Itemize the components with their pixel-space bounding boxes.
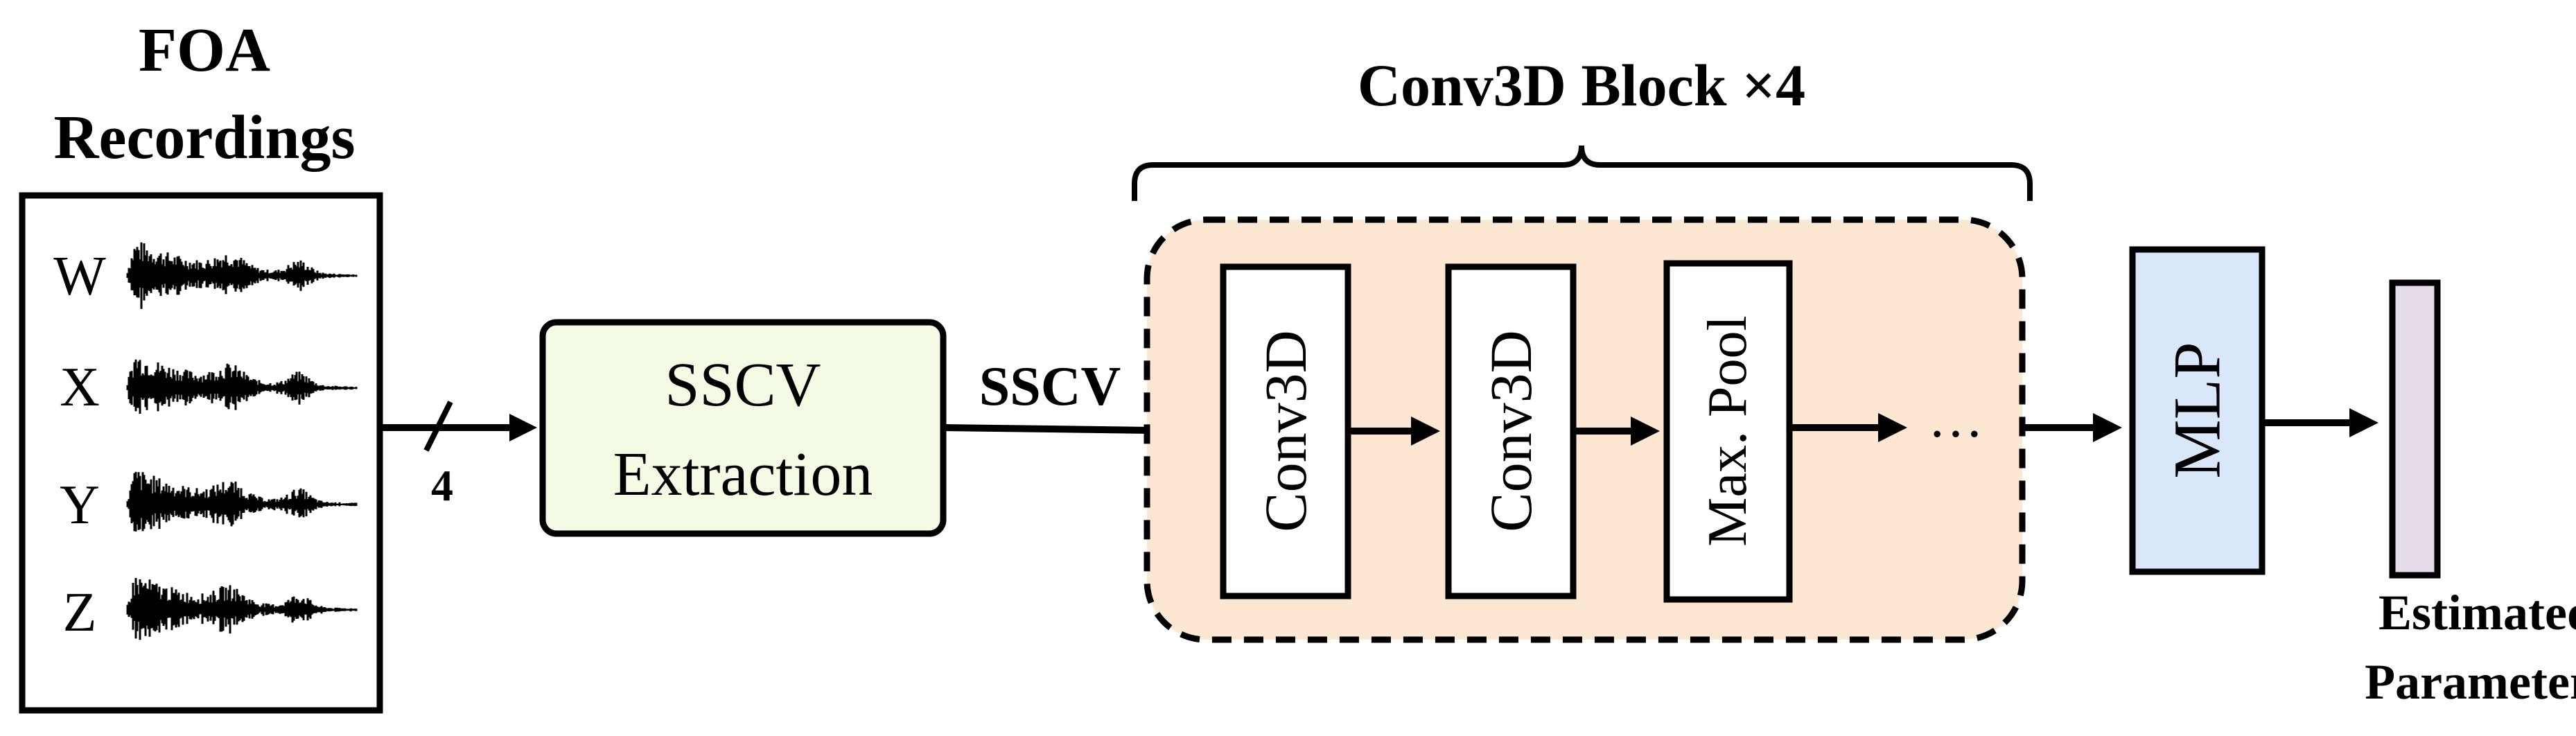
mlp-label: MLP xyxy=(2160,342,2234,478)
arrowhead-input-to-sscv xyxy=(509,414,537,441)
sscv-extraction-line1: SSCV xyxy=(665,351,821,419)
output-label-line1: Estimated xyxy=(2378,585,2576,640)
channel-count-label: 4 xyxy=(431,461,453,510)
conv3d-layer-2 xyxy=(1445,263,1577,599)
sscv-extraction-line2: Extraction xyxy=(613,440,873,509)
waveform-group xyxy=(126,242,358,640)
channel-label-x: X xyxy=(60,357,100,418)
waveform-y xyxy=(126,471,358,532)
sscv-arrow-label: SSCV xyxy=(979,356,1121,417)
mlp-box xyxy=(2129,246,2266,575)
arrowhead-mlp-to-output xyxy=(2349,408,2378,437)
conv3d-layer-1-label: Conv3D xyxy=(1252,330,1319,532)
arrowhead-conv2-to-pool xyxy=(1631,417,1660,446)
output-vector xyxy=(2389,279,2441,579)
conv-ellipsis: … xyxy=(1928,388,1983,449)
conv3d-layer-1 xyxy=(1220,263,1351,599)
waveform-x xyxy=(126,359,358,414)
conv-group-label: Conv3D Block ×4 xyxy=(1358,52,1805,119)
maxpool-layer-label: Max. Pool xyxy=(1697,315,1758,546)
foa-title-line2: Recordings xyxy=(54,103,356,172)
channel-label-z: Z xyxy=(63,582,97,643)
foa-title-line1: FOA xyxy=(139,16,270,85)
channel-count-slash xyxy=(423,401,453,452)
arrowhead-pool-to-ellipsis xyxy=(1878,413,1907,442)
sscv-extraction-box xyxy=(539,319,947,537)
conv3d-layer-2-label: Conv3D xyxy=(1478,330,1544,532)
channel-label-y: Y xyxy=(60,475,100,536)
output-label-line2: Parameters xyxy=(2365,654,2576,710)
waveform-w xyxy=(126,242,358,309)
arrowhead-conv1-to-conv2 xyxy=(1411,417,1440,446)
channel-label-w: W xyxy=(53,246,106,307)
arrowhead-conv-to-mlp xyxy=(2093,413,2122,442)
maxpool-layer xyxy=(1663,260,1793,603)
waveform-z xyxy=(126,578,358,640)
conv-group-brace xyxy=(1132,145,2033,201)
